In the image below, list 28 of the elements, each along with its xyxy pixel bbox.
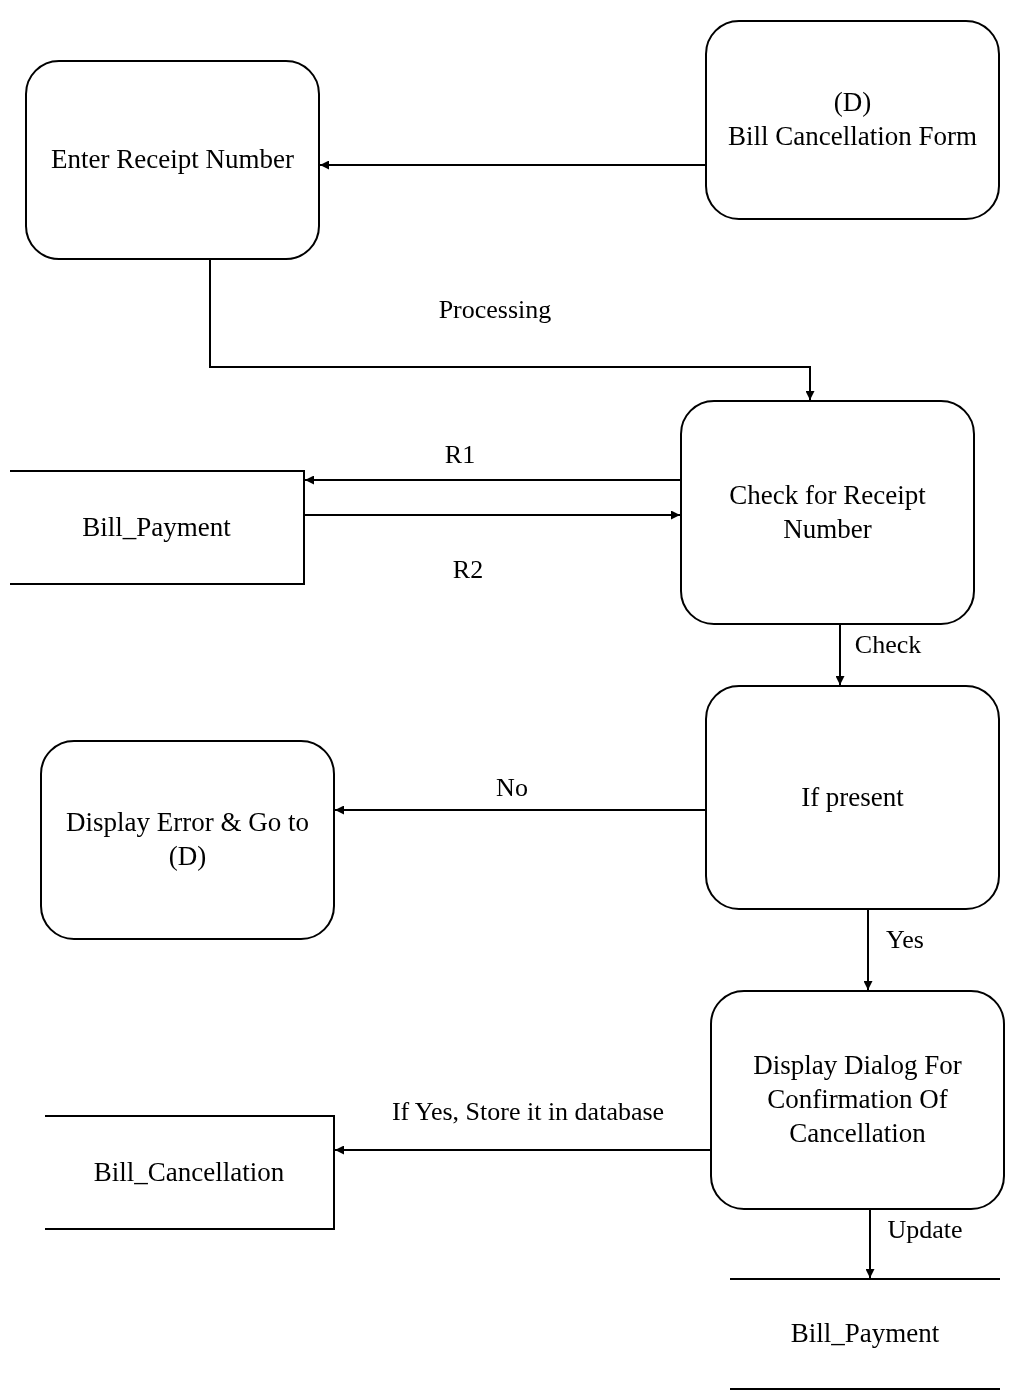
arrow (334, 805, 706, 815)
arrow (304, 475, 681, 485)
process-box (710, 990, 1005, 1210)
process-text: If present (801, 780, 904, 814)
process-box (705, 20, 1000, 220)
store-name: Bill_Payment (82, 510, 231, 544)
data-store (10, 470, 305, 585)
process-box (680, 400, 975, 625)
arrow (319, 160, 706, 170)
process-text: (D) (833, 86, 872, 120)
process-box (705, 685, 1000, 910)
store-name: Bill_Cancellation (93, 1155, 285, 1189)
process-box (25, 60, 320, 260)
process-text: Bill Cancellation Form (728, 120, 977, 153)
arrow (865, 1209, 875, 1279)
data-store (45, 1115, 335, 1230)
arrow (835, 624, 845, 686)
process-text: Check for Receipt Number (728, 478, 927, 546)
arrow (863, 909, 873, 991)
process-text: Enter Receipt Number (51, 143, 294, 177)
process-box (40, 740, 335, 940)
arrow (209, 259, 815, 401)
data-store (730, 1278, 1000, 1390)
store-name: Bill_Payment (790, 1317, 940, 1351)
process-text: Display Error & Go to (D) (65, 806, 310, 873)
arrow (304, 510, 681, 520)
process-text: Display Dialog For Confirmation Of Cancellation (752, 1049, 963, 1150)
arrow (334, 1145, 711, 1155)
